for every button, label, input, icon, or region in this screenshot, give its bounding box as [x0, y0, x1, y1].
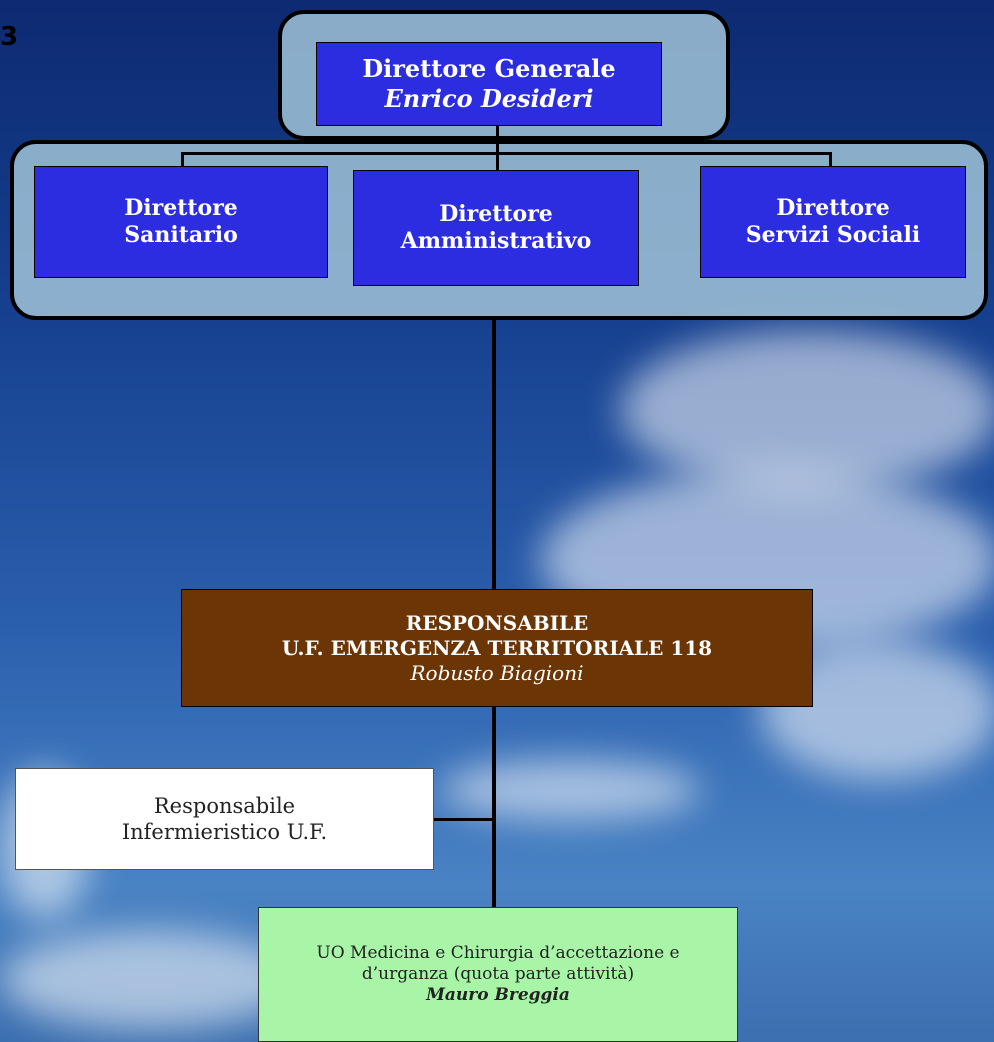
connector-line: [492, 318, 496, 590]
background-cloud: [620, 330, 994, 490]
edge-text: 3: [0, 22, 19, 52]
director-servizi-sociali-box: Direttore Servizi Sociali: [700, 166, 966, 278]
connector-line: [829, 152, 832, 168]
director-label: Direttore: [124, 194, 238, 221]
uo-medicina-line2: d’urganza (quota parte attività): [361, 963, 635, 984]
responsabile-118-box: RESPONSABILE U.F. EMERGENZA TERRITORIALE…: [181, 589, 813, 707]
responsabile-118-title: RESPONSABILE: [405, 610, 589, 635]
director-role: Servizi Sociali: [745, 222, 921, 248]
connector-line: [181, 152, 184, 168]
director-general-name: Enrico Desideri: [384, 84, 594, 113]
director-role: Amministrativo: [400, 228, 592, 254]
uo-medicina-name: Mauro Breggia: [426, 985, 570, 1006]
background-cloud: [0, 930, 300, 1030]
director-general-box: Direttore Generale Enrico Desideri: [316, 42, 662, 126]
connector-line: [496, 126, 499, 172]
connector-line: [181, 152, 831, 155]
infermieristico-line1: Responsabile: [153, 793, 296, 818]
director-role: Sanitario: [124, 222, 238, 248]
responsabile-118-name: Robusto Biagioni: [410, 660, 584, 685]
uo-medicina-line1: UO Medicina e Chirurgia d’accettazione e: [316, 942, 680, 963]
director-label: Direttore: [439, 200, 553, 227]
infermieristico-line2: Infermieristico U.F.: [121, 820, 328, 844]
uo-medicina-box: UO Medicina e Chirurgia d’accettazione e…: [258, 907, 738, 1042]
director-general-title: Direttore Generale: [362, 54, 616, 83]
connector-line: [434, 818, 496, 821]
director-sanitario-box: Direttore Sanitario: [34, 166, 328, 278]
director-amministrativo-box: Direttore Amministrativo: [353, 170, 639, 286]
responsabile-infermieristico-box: Responsabile Infermieristico U.F.: [15, 768, 434, 870]
responsabile-118-unit: U.F. EMERGENZA TERRITORIALE 118: [281, 635, 713, 660]
connector-line: [492, 765, 496, 927]
background-cloud: [440, 760, 700, 820]
connector-line: [492, 705, 496, 765]
director-label: Direttore: [776, 194, 890, 221]
